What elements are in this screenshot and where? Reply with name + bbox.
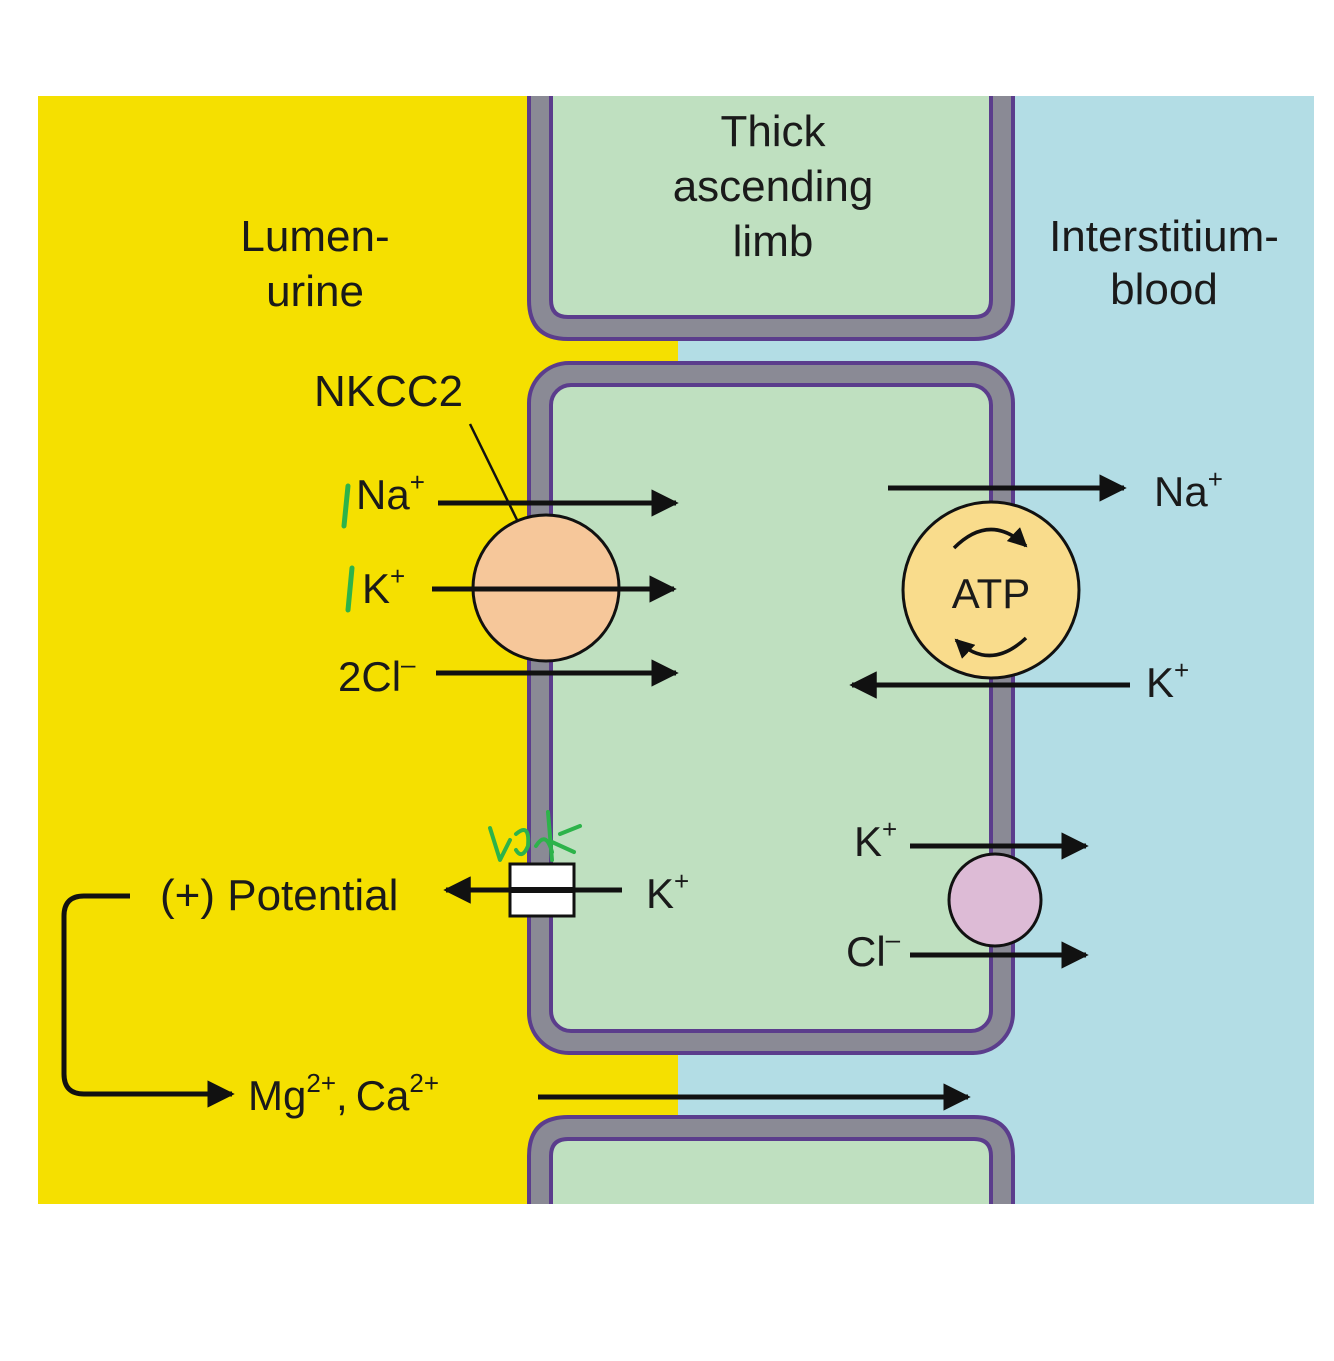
- nkcc2-pointer-line: [468, 423, 522, 527]
- green-leak-scribble: [488, 810, 582, 862]
- cl-label-basolateral: Cl–: [846, 924, 901, 975]
- green-annotation-mark: [341, 483, 351, 529]
- pump-cycle-arrow-top: [952, 527, 1028, 550]
- pump-cycle-arrow-bottom: [954, 636, 1028, 659]
- potential-feedback-arrow: [61, 893, 235, 1108]
- main-cell: [529, 363, 1013, 1053]
- na-label-blood: Na+: [1154, 464, 1223, 515]
- k-label-blood: K+: [1146, 655, 1189, 706]
- nkcc2-label: NKCC2: [314, 367, 463, 416]
- cell-label-line2: ascending: [673, 162, 874, 211]
- interstitium-label-line1: Interstitium-: [1049, 212, 1279, 261]
- kcl-cotransporter: [947, 852, 1043, 948]
- cell-label-line3: limb: [733, 217, 814, 266]
- lumen-label-line1: Lumen-: [240, 212, 389, 261]
- na-k-atpase-pump: [901, 500, 1081, 680]
- cell-label-line1: Thick: [720, 107, 826, 156]
- green-annotation-mark: [345, 565, 355, 613]
- upper-cell: [529, 96, 1013, 339]
- two-cl-label-lumen: 2Cl–: [338, 649, 416, 700]
- lower-cell: [529, 1117, 1013, 1204]
- k-label-basolateral: K+: [854, 814, 897, 865]
- atp-label: ATP: [952, 570, 1031, 617]
- mg-ca-label: Mg2+,Ca2+: [248, 1068, 439, 1119]
- positive-potential-label: (+) Potential: [160, 871, 398, 920]
- k-label-leak: K+: [646, 866, 689, 917]
- lumen-label-line2: urine: [266, 267, 364, 316]
- interstitium-label-line2: blood: [1110, 265, 1218, 314]
- na-label-lumen: Na+: [356, 467, 425, 518]
- k-label-lumen: K+: [362, 561, 405, 612]
